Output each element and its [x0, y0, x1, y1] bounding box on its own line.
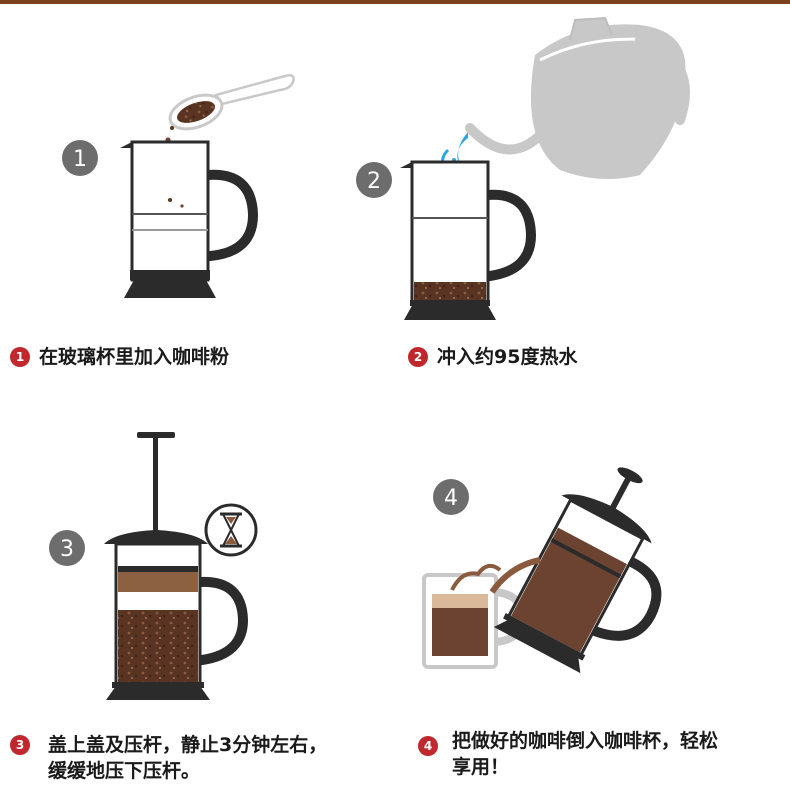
step-1-caption: 1 在玻璃杯里加入咖啡粉 — [10, 344, 229, 370]
step-1-number-circle: 1 — [62, 140, 98, 176]
step-4-caption: 4 把做好的咖啡倒入咖啡杯，轻松 享用！ — [418, 728, 718, 780]
french-press-icon — [400, 160, 537, 320]
step-1-text-line-1: 在玻璃杯里加入咖啡粉 — [39, 346, 230, 368]
step-2-text-line-1: 冲入约95度热水 — [437, 346, 578, 368]
top-accent-bar — [0, 0, 790, 4]
french-press-icon — [104, 530, 249, 700]
step-2-illustration: 2 — [356, 16, 690, 320]
step-3-text-line-1: 盖上盖及压杆，静止3分钟左右， — [48, 734, 328, 756]
step-4-illustration: 4 — [422, 467, 662, 674]
step-3-badge: 3 — [10, 735, 30, 755]
plunger-rod — [137, 432, 175, 536]
step-3-caption: 3 盖上盖及压杆，静止3分钟左右， 缓缓地压下压杆。 — [10, 732, 327, 784]
step-3-text: 盖上盖及压杆，静止3分钟左右， 缓缓地压下压杆。 — [48, 732, 327, 784]
step-3-number-circle: 3 — [49, 530, 85, 566]
step-3-number: 3 — [60, 537, 74, 562]
french-press-icon — [120, 140, 259, 298]
step-1-badge: 1 — [10, 347, 30, 367]
hourglass-icon — [204, 503, 258, 557]
step-4-badge: 4 — [418, 736, 438, 756]
kettle-icon — [465, 16, 690, 179]
step-2-badge: 2 — [408, 347, 428, 367]
step-2-number-circle: 2 — [356, 162, 392, 198]
step-2-caption: 2 冲入约95度热水 — [408, 344, 577, 370]
french-press-icon — [493, 467, 662, 674]
coffee-cup-icon — [422, 563, 527, 669]
step-4-text: 把做好的咖啡倒入咖啡杯，轻松 享用！ — [452, 728, 718, 780]
step-1-text: 在玻璃杯里加入咖啡粉 — [39, 344, 229, 370]
step-3-illustration: 3 — [49, 432, 258, 700]
step-1-illustration: 1 — [62, 74, 295, 298]
step-3-text-line-2: 缓缓地压下压杆。 — [48, 760, 201, 782]
pour-stream — [489, 557, 541, 594]
step-4-text-line-2: 享用！ — [452, 756, 510, 778]
step-4-text-line-1: 把做好的咖啡倒入咖啡杯，轻松 — [452, 730, 719, 752]
step-2-text: 冲入约95度热水 — [437, 344, 577, 370]
step-4-number: 4 — [444, 486, 458, 511]
step-2-number: 2 — [367, 169, 381, 194]
step-1-number: 1 — [73, 147, 87, 172]
step-4-number-circle: 4 — [433, 479, 469, 515]
